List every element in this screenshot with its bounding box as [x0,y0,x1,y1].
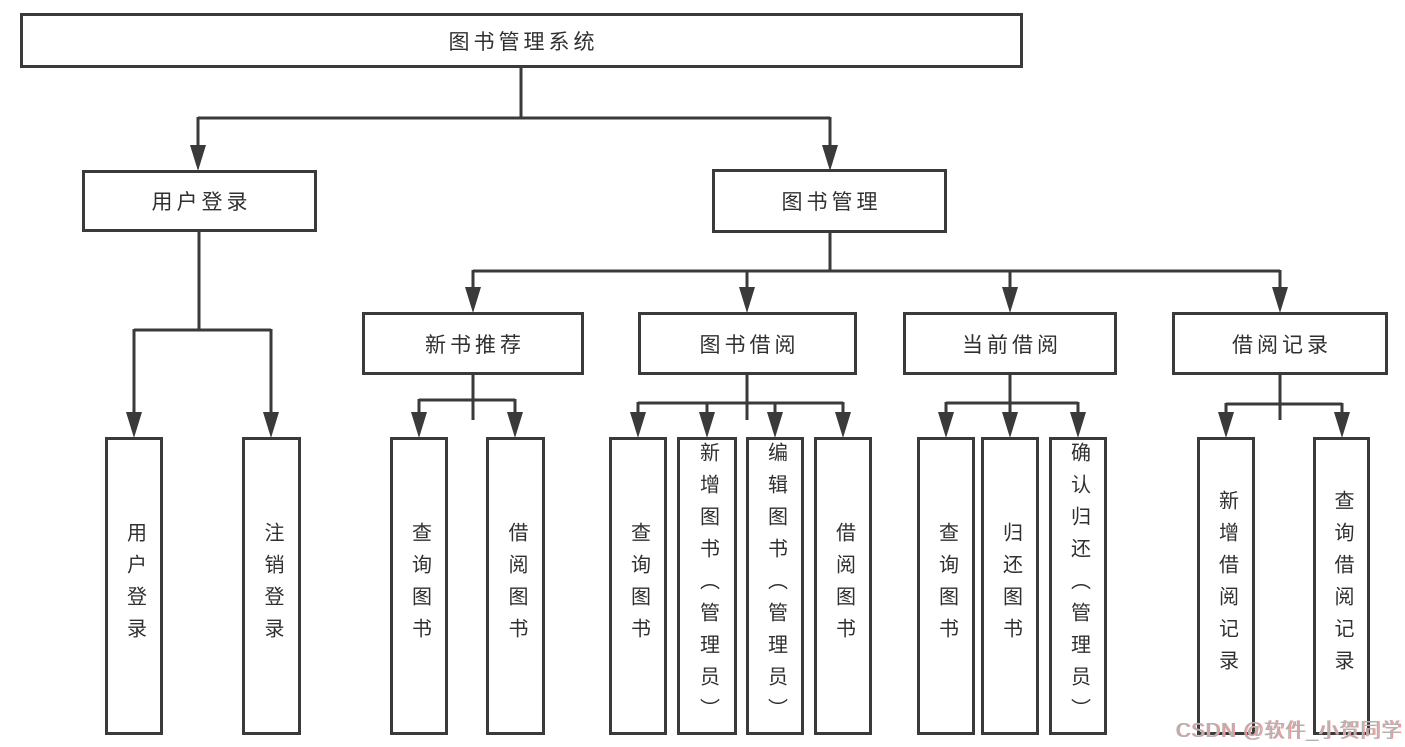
node-library-management-system: 图书管理系统 [20,13,1023,68]
connector-book-borrow-children [636,375,845,420]
arrowhead [938,412,954,438]
node-leaf-edit-books-admin: 编辑图书（管理员） [746,437,804,735]
arrowhead [835,412,851,438]
node-label: 借阅图书 [505,522,527,650]
arrowhead [126,412,142,438]
node-leaf-confirm-return-admin: 确认归还（管理员） [1049,437,1107,735]
node-leaf-return-books: 归还图书 [981,437,1039,735]
node-label: 用户登录 [123,522,146,650]
arrowhead [465,287,481,313]
node-label: 新书推荐 [425,333,525,357]
node-label: 查询借阅记录 [1331,490,1353,682]
node-leaf-user-login: 用户登录 [105,437,163,735]
node-leaf-add-books-admin: 新增图书（管理员） [677,437,737,735]
connector-current-borrow-children [944,375,1080,420]
arrowhead [411,412,427,438]
arrowhead [1334,412,1350,438]
node-user-login-module: 用户登录 [82,170,317,232]
connector-root-to-level2 [196,68,832,150]
connector-borrow-records-children [1224,375,1344,420]
node-label: 新增图书（管理员） [696,442,719,730]
arrowhead [739,287,755,313]
node-label: 查询图书 [935,522,958,650]
node-label: 编辑图书（管理员） [764,442,787,730]
node-label: 新增借阅记录 [1215,490,1238,682]
node-label: 图书管理系统 [448,30,599,54]
arrowhead [822,145,838,171]
node-book-management-module: 图书管理 [712,169,947,233]
arrowhead [630,412,646,438]
arrowhead [507,412,523,438]
node-label: 图书管理 [781,191,882,214]
node-leaf-query-books: 查询图书 [609,437,667,735]
arrowhead [1272,287,1288,313]
node-new-book-recommendation: 新书推荐 [362,312,584,375]
arrowhead [1218,412,1234,438]
node-current-borrowing: 当前借阅 [903,312,1117,375]
node-borrowing-records: 借阅记录 [1172,312,1388,375]
node-label: 图书借阅 [699,333,800,357]
node-label: 注销登录 [261,522,283,650]
connector-new-rec-children [417,375,517,420]
node-book-borrowing: 图书借阅 [638,312,857,375]
node-label: 查询图书 [408,522,431,650]
node-leaf-query-books-recommend: 查询图书 [390,437,448,735]
node-leaf-query-borrow-record: 查询借阅记录 [1313,437,1370,735]
arrowhead [767,412,783,438]
node-label: 查询图书 [627,522,650,650]
node-label: 当前借阅 [962,333,1062,357]
node-leaf-add-borrow-record: 新增借阅记录 [1197,437,1255,735]
node-label: 借阅图书 [832,522,855,650]
node-leaf-borrow-books-recommend: 借阅图书 [486,437,545,735]
arrowhead [1070,412,1086,438]
connector-book-mgmt-children [471,233,1282,293]
node-leaf-query-current-books: 查询图书 [917,437,975,735]
node-label: 确认归还（管理员） [1067,442,1090,730]
arrowhead [1002,412,1018,438]
node-label: 借阅记录 [1232,333,1332,357]
arrowhead [699,412,715,438]
node-label: 用户登录 [151,191,252,214]
node-label: 归还图书 [999,522,1022,650]
arrowhead [263,412,279,438]
connector-user-login-children [132,232,273,420]
arrowhead [190,145,206,171]
node-leaf-borrow-books: 借阅图书 [814,437,872,735]
arrowhead [1002,287,1018,313]
node-leaf-logout: 注销登录 [242,437,301,735]
